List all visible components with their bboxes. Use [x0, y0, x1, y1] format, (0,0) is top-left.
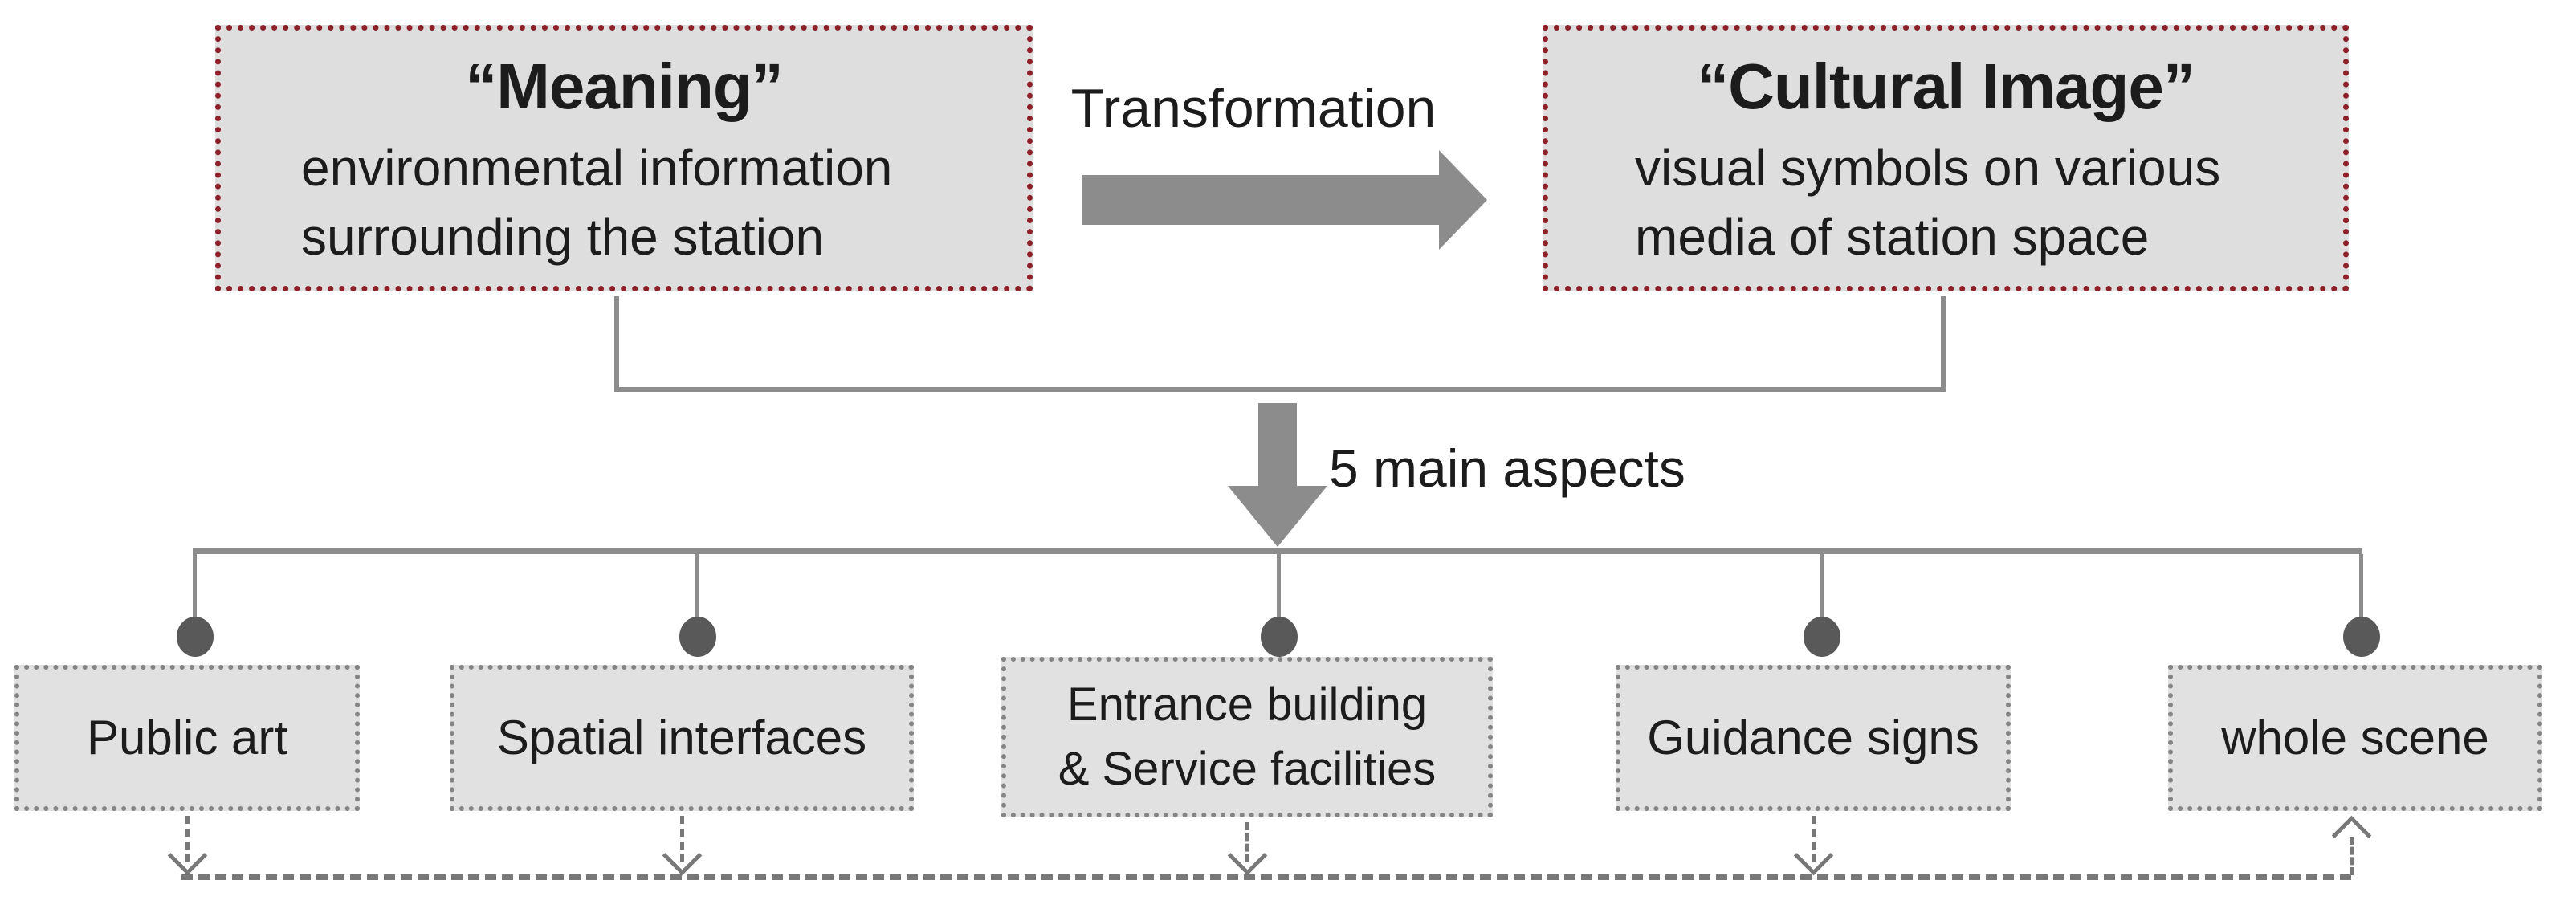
cultural-image-box-body-line1: visual symbols on various: [1635, 139, 2221, 197]
branch-drop-1: [193, 554, 197, 618]
aspect-label: Spatial interfaces: [496, 711, 867, 764]
branch-drop-4: [1820, 554, 1824, 618]
branch-dot-3: [1261, 617, 1298, 657]
aspects-arrow-label: 5 main aspects: [1329, 438, 1685, 498]
down-arrowhead-icon-3: [1227, 835, 1268, 876]
branch-drop-5: [2359, 554, 2363, 618]
transformation-label: Transformation: [1070, 78, 1437, 139]
bracket-horizontal-line: [614, 387, 1946, 392]
branch-drop-3: [1277, 554, 1281, 618]
dashed-down-line-4: [1812, 816, 1816, 862]
cultural-image-box-title: “Cultural Image”: [1697, 51, 2195, 122]
aspect-box-entrance-service: Entrance building & Service facilities: [1001, 657, 1493, 817]
bracket-left-drop: [614, 296, 619, 392]
down-arrowhead-icon-1: [167, 835, 208, 876]
branch-dot-1: [177, 617, 214, 657]
dashed-bottom-line: [181, 874, 2351, 880]
transformation-arrow-shaft: [1082, 175, 1440, 225]
down-arrowhead-icon-4: [1793, 835, 1834, 876]
meaning-box: “Meaning” environmental information surr…: [215, 25, 1033, 291]
cultural-image-box: “Cultural Image” visual symbols on vario…: [1543, 25, 2349, 291]
up-arrowhead-icon: [2331, 815, 2372, 856]
dashed-down-line-1: [185, 816, 190, 862]
dashed-down-line-3: [1245, 822, 1249, 862]
meaning-box-body-line1: environmental information: [301, 139, 893, 197]
aspects-arrow-shaft: [1258, 403, 1297, 486]
aspect-label: Public art: [86, 711, 288, 764]
branch-dot-2: [679, 617, 716, 657]
dashed-up-line: [2350, 837, 2354, 875]
branch-horizontal-line: [193, 548, 2362, 554]
aspect-box-spatial-interfaces: Spatial interfaces: [450, 665, 914, 811]
dashed-down-line-2: [680, 816, 684, 862]
cultural-image-box-body-line2: media of station space: [1635, 208, 2150, 266]
meaning-box-title: “Meaning”: [465, 51, 783, 122]
aspect-box-public-art: Public art: [14, 665, 360, 811]
branch-dot-5: [2343, 617, 2380, 657]
aspect-box-guidance-signs: Guidance signs: [1616, 665, 2011, 811]
branch-drop-2: [695, 554, 699, 618]
aspect-label-line1: Entrance building: [1066, 679, 1428, 731]
meaning-box-body: environmental information surrounding th…: [221, 133, 1027, 271]
transformation-arrow-head-icon: [1439, 150, 1487, 250]
aspect-label: whole scene: [2221, 711, 2489, 764]
bracket-right-drop: [1941, 296, 1946, 392]
aspect-label-line2: & Service facilities: [1058, 743, 1437, 795]
cultural-image-box-body: visual symbols on various media of stati…: [1548, 133, 2343, 271]
down-arrowhead-icon-2: [662, 835, 703, 876]
meaning-box-body-line2: surrounding the station: [301, 208, 825, 266]
aspect-box-whole-scene: whole scene: [2168, 665, 2542, 811]
branch-dot-4: [1804, 617, 1840, 657]
aspect-label: Guidance signs: [1647, 711, 1979, 764]
down-arrow-head-icon: [1228, 486, 1327, 547]
